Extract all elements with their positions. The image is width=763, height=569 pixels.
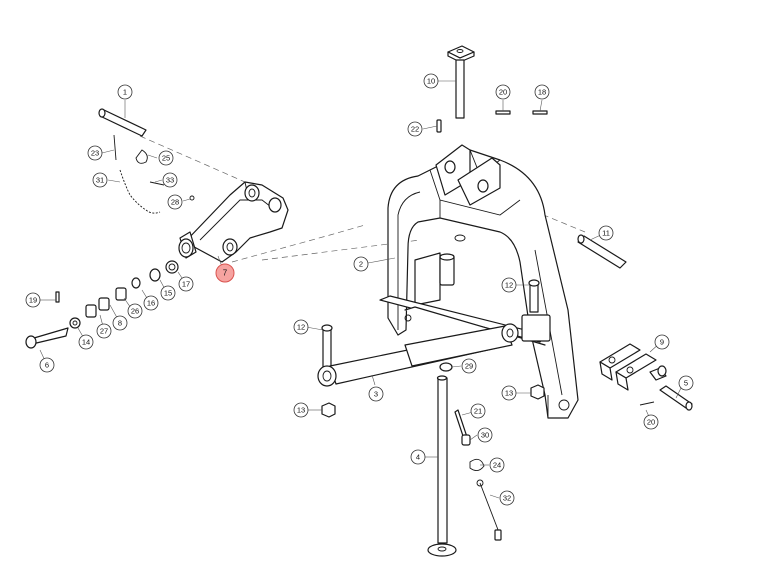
clevis-bracket	[599, 343, 667, 391]
callout-25: 25	[158, 150, 174, 166]
svg-text:20: 20	[647, 418, 655, 427]
svg-text:20: 20	[499, 88, 507, 97]
svg-text:26: 26	[131, 307, 139, 316]
callout-6: 6	[39, 357, 55, 373]
callout-30: 30	[477, 427, 493, 443]
callout-33: 33	[162, 172, 178, 188]
callout-24: 24	[489, 457, 505, 473]
stand-pins	[454, 409, 502, 541]
callout-4: 4	[410, 449, 426, 465]
svg-text:30: 30	[481, 431, 489, 440]
callouts: 1 2 3 4 5 6 7 8 9 10 11 12 12 13 13 14 1…	[25, 73, 694, 506]
svg-text:33: 33	[166, 176, 174, 185]
callout-12-right: 12	[501, 277, 517, 293]
callout-19: 19	[25, 292, 41, 308]
svg-text:29: 29	[465, 362, 473, 371]
leader-lines	[39, 80, 685, 499]
callout-22: 22	[407, 121, 423, 137]
svg-text:24: 24	[493, 461, 501, 470]
svg-text:5: 5	[684, 379, 688, 388]
svg-text:25: 25	[162, 154, 170, 163]
svg-text:15: 15	[164, 289, 172, 298]
callout-21: 21	[470, 403, 486, 419]
callout-1: 1	[117, 84, 133, 100]
callout-26: 26	[127, 303, 143, 319]
callout-3: 3	[368, 386, 384, 402]
svg-text:10: 10	[427, 77, 435, 86]
callout-9: 9	[654, 334, 670, 350]
callout-20-right: 20	[643, 414, 659, 430]
svg-text:31: 31	[96, 176, 104, 185]
left-parts-row	[25, 260, 179, 349]
svg-text:7: 7	[223, 269, 228, 278]
callout-12-left: 12	[293, 319, 309, 335]
small-pins-top	[436, 110, 548, 133]
svg-text:9: 9	[660, 338, 664, 347]
svg-text:18: 18	[538, 88, 546, 97]
svg-text:23: 23	[91, 149, 99, 158]
long-pin	[577, 234, 627, 269]
svg-text:3: 3	[374, 390, 378, 399]
callout-5: 5	[678, 375, 694, 391]
svg-text:12: 12	[297, 323, 305, 332]
callout-7: 7	[215, 263, 235, 283]
callout-11: 11	[598, 225, 614, 241]
svg-text:22: 22	[411, 125, 419, 134]
callout-2: 2	[353, 256, 369, 272]
callout-29: 29	[461, 358, 477, 374]
callout-20-top: 20	[495, 84, 511, 100]
svg-text:27: 27	[100, 327, 108, 336]
callout-10: 10	[423, 73, 439, 89]
svg-text:8: 8	[118, 319, 122, 328]
svg-text:32: 32	[503, 494, 511, 503]
svg-text:12: 12	[505, 281, 513, 290]
callout-31: 31	[92, 172, 108, 188]
bolt-right	[528, 279, 540, 313]
svg-text:28: 28	[171, 198, 179, 207]
svg-text:13: 13	[297, 406, 305, 415]
svg-text:1: 1	[123, 88, 127, 97]
callout-13-left: 13	[293, 402, 309, 418]
svg-text:11: 11	[602, 229, 610, 238]
svg-text:19: 19	[29, 296, 37, 305]
callout-14: 14	[78, 334, 94, 350]
callout-15: 15	[160, 285, 176, 301]
svg-text:17: 17	[182, 280, 190, 289]
svg-text:21: 21	[474, 407, 482, 416]
arm-pin-with-chain	[98, 108, 195, 214]
callout-18: 18	[534, 84, 550, 100]
nuts	[321, 384, 545, 418]
callout-13-right: 13	[501, 385, 517, 401]
svg-text:2: 2	[359, 260, 363, 269]
svg-text:14: 14	[82, 338, 90, 347]
callout-17: 17	[178, 276, 194, 292]
callout-27: 27	[96, 323, 112, 339]
parking-stand	[427, 362, 457, 557]
main-frame	[379, 144, 579, 419]
top-pin	[447, 45, 475, 119]
right-pin	[639, 385, 693, 411]
callout-28: 28	[167, 194, 183, 210]
callout-16: 16	[143, 295, 159, 311]
svg-text:6: 6	[45, 361, 49, 370]
top-link-cylinder	[317, 323, 519, 387]
callout-8: 8	[112, 315, 128, 331]
svg-text:4: 4	[416, 453, 420, 462]
svg-text:16: 16	[147, 299, 155, 308]
top-link-arm	[178, 181, 289, 263]
callout-23: 23	[87, 145, 103, 161]
svg-text:13: 13	[505, 389, 513, 398]
callout-32: 32	[499, 490, 515, 506]
